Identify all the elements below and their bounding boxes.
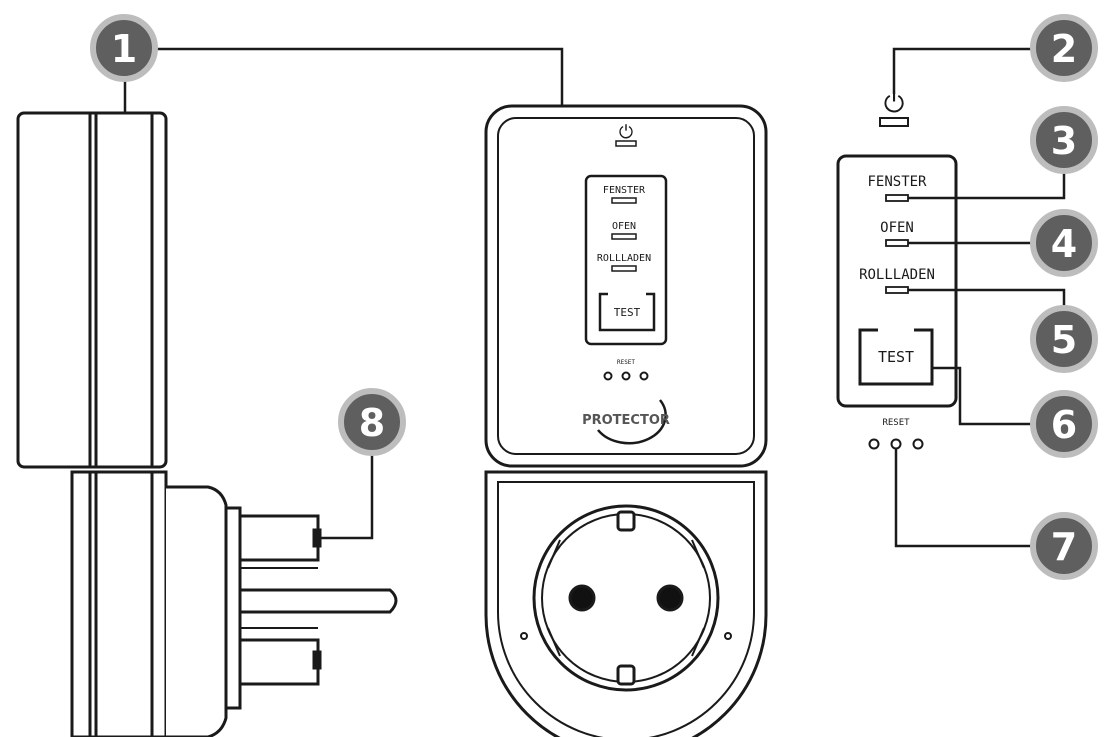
callout-3-number: 3 — [1051, 119, 1077, 163]
detail-view-labels: ⏻ FENSTER OFEN ROLLLADEN TEST RESET — [859, 89, 935, 428]
front-view-indicator-window — [584, 174, 668, 346]
callout-6-number: 6 — [1051, 403, 1077, 447]
side-view-pin — [238, 588, 398, 614]
callout-4: 4 — [1030, 209, 1098, 277]
leader-line-1 — [123, 47, 564, 113]
front-view-socket-hole-right — [656, 584, 684, 612]
detail-view — [836, 117, 958, 450]
leader-line-6 — [932, 366, 1034, 426]
callout-5: 5 — [1030, 305, 1098, 373]
front-led-label-ofen: OFEN — [612, 221, 636, 232]
detail-power-symbol: ⏻ — [884, 89, 905, 119]
callout-2: 2 — [1030, 14, 1098, 82]
side-view-lower-housing — [70, 470, 168, 737]
detail-indicator-window — [836, 154, 958, 408]
callout-badges: 1 2 3 4 5 6 7 8 — [90, 14, 1098, 580]
callout-1-number: 1 — [111, 27, 137, 71]
side-view-earth-clip-top — [238, 514, 320, 562]
detail-reset-label: RESET — [882, 418, 910, 428]
side-view-upper-housing — [16, 111, 168, 469]
front-view-socket — [532, 504, 720, 692]
leader-line-5 — [908, 288, 1066, 310]
side-view-plug-collar — [224, 506, 242, 710]
detail-test-label: TEST — [878, 348, 914, 366]
leader-line-3 — [908, 165, 1066, 200]
front-led-label-fenster: FENSTER — [603, 185, 646, 196]
callout-4-number: 4 — [1051, 222, 1077, 266]
callout-1: 1 — [90, 14, 158, 82]
callout-7-number: 7 — [1051, 525, 1077, 569]
side-view-plug-body — [166, 485, 228, 737]
callout-7: 7 — [1030, 512, 1098, 580]
callout-6: 6 — [1030, 390, 1098, 458]
callout-8-number: 8 — [359, 401, 385, 445]
side-view-earth-clip-bottom — [238, 638, 320, 686]
side-view — [16, 111, 398, 737]
leader-line-2 — [892, 47, 1042, 94]
front-led-label-rollladen: ROLLLADEN — [597, 253, 651, 264]
callout-8: 8 — [338, 388, 406, 456]
front-power-symbol: ⏻ — [619, 122, 633, 143]
detail-led-label-fenster: FENSTER — [867, 174, 927, 190]
front-view-socket-hole-left — [568, 584, 596, 612]
front-view-labels: ⏻ FENSTER OFEN ROLLLADEN TEST RESET PROT… — [582, 122, 670, 428]
front-reset-label: RESET — [617, 359, 635, 366]
front-view — [484, 104, 768, 737]
callout-5-number: 5 — [1051, 318, 1077, 362]
detail-led-label-ofen: OFEN — [880, 220, 914, 236]
front-test-label: TEST — [614, 306, 641, 319]
leader-line-7 — [894, 449, 1042, 548]
callout-2-number: 2 — [1051, 27, 1077, 71]
brand-logo: PROTECTOR — [582, 413, 670, 428]
leader-line-8 — [318, 452, 374, 540]
leader-lines — [123, 47, 1066, 548]
detail-led-label-rollladen: ROLLLADEN — [859, 267, 935, 283]
callout-3: 3 — [1030, 106, 1098, 174]
